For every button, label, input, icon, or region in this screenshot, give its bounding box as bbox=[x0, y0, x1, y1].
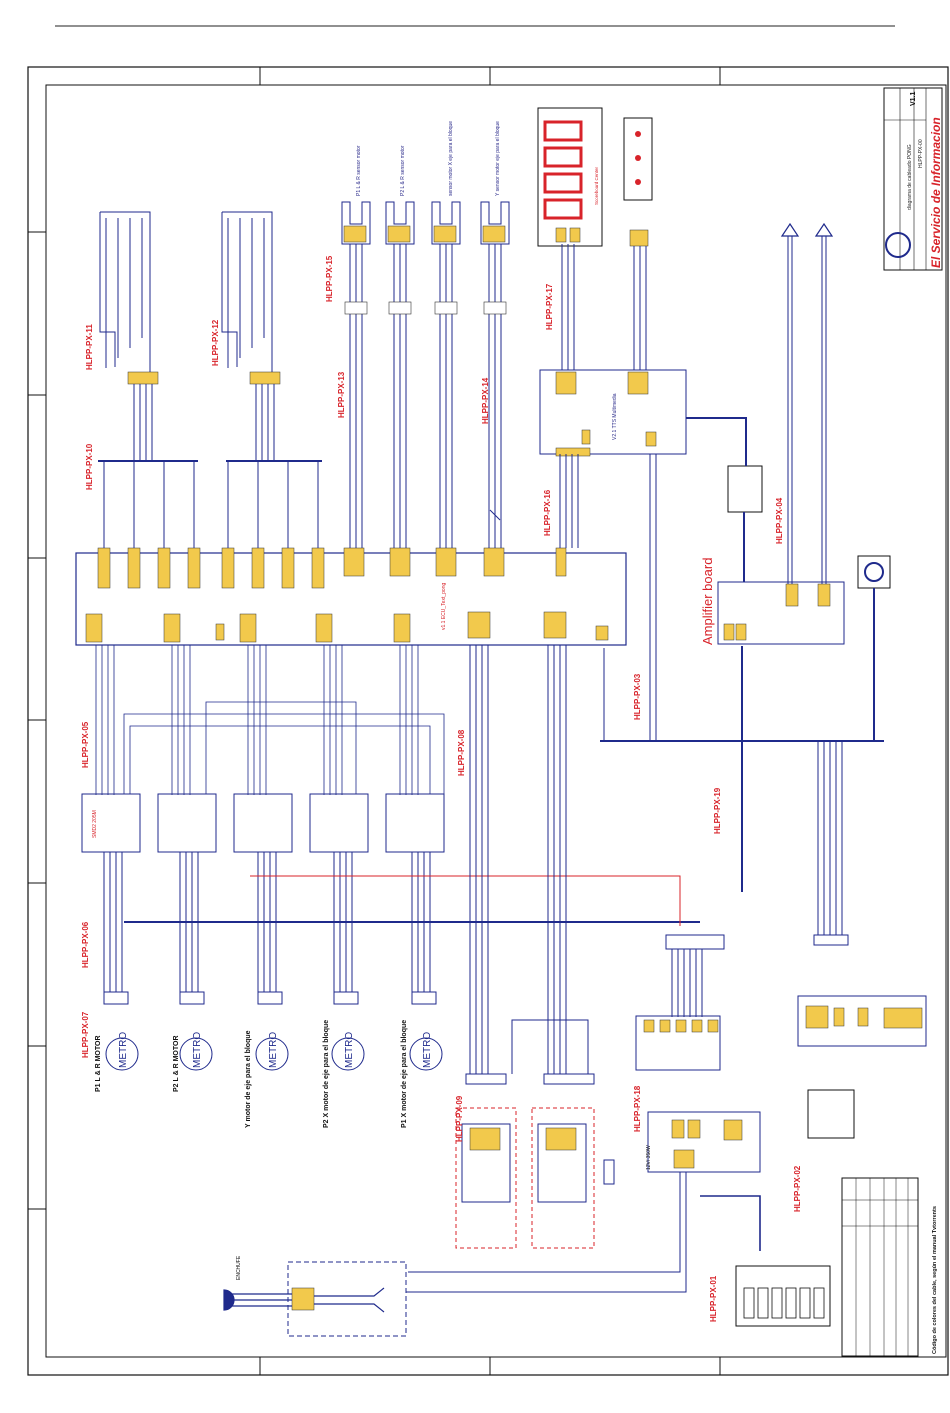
harness-label-11: HLPP-PX-11 bbox=[85, 324, 94, 370]
outer-frame bbox=[27, 66, 949, 1376]
motor-caption-4: P2 X motor de eje para el bloque bbox=[323, 1020, 330, 1128]
harness-label-05: HLPP-PX-05 bbox=[81, 721, 90, 768]
motors-row: METRO METRO METRO METRO METRO P1 L & R M… bbox=[95, 991, 443, 1128]
harness-label-16: HLPP-PX-16 bbox=[543, 489, 552, 536]
harness-label-19: HLPP-PX-19 bbox=[713, 787, 722, 834]
harness-label-07: HLPP-PX-07 bbox=[81, 1011, 90, 1058]
harness-label-08: HLPP-PX-08 bbox=[457, 729, 466, 776]
logo-icon bbox=[885, 232, 911, 258]
harness-label-13: HLPP-PX-13 bbox=[337, 371, 346, 418]
motor-badge-5: METRO bbox=[422, 1032, 433, 1068]
motor-badge-4: METRO bbox=[344, 1032, 355, 1068]
motor-caption-1: P1 L & R MOTOR bbox=[95, 1035, 102, 1092]
svg-text:SMD2 205M: SMD2 205M bbox=[92, 810, 98, 838]
wires-11-12 bbox=[98, 384, 322, 462]
sensor-label-1: P1 L & R sensor motor bbox=[356, 145, 362, 196]
sensor-label-3: sensor motor X eje para el bloque bbox=[448, 121, 454, 196]
harness-label-03: HLPP-PX-03 bbox=[633, 673, 642, 720]
sensor-group: P1 L & R sensor motor P2 L & R sensor mo… bbox=[341, 121, 510, 550]
trunk-bundle bbox=[603, 454, 843, 935]
main-board: v1.1 ECU_Text_pong bbox=[75, 547, 627, 646]
multimedia-label: V2.1 TTS Multimedia bbox=[612, 393, 618, 440]
title-text: diagrama de cableado PONG bbox=[907, 144, 913, 210]
harness-label-09: HLPP-PX-09 bbox=[455, 1095, 464, 1142]
amplifier-label: Amplifier board bbox=[700, 558, 715, 645]
supply-label: 12V/ 350W bbox=[646, 1145, 652, 1170]
wires-08 bbox=[469, 645, 589, 1074]
red-power-line bbox=[250, 875, 681, 926]
harness-label-12: HLPP-PX-12 bbox=[211, 319, 220, 366]
main-board-label: v1.1 ECU_Text_pong bbox=[441, 583, 447, 630]
right-terminal-block bbox=[735, 934, 927, 1327]
title-block: diagrama de cableado PONG HLPP-PX-00 V1.… bbox=[883, 87, 943, 271]
harness-label-06: HLPP-PX-06 bbox=[81, 921, 90, 968]
motor-wires bbox=[103, 852, 431, 992]
code-text: HLPP-PX-00 bbox=[918, 139, 924, 168]
motor-badge-2: METRO bbox=[192, 1032, 203, 1068]
table-caption: Código de colores del cable, según el ma… bbox=[932, 1206, 938, 1354]
coin-boxes bbox=[455, 1073, 615, 1249]
amplifier-board: Amplifier board bbox=[686, 222, 891, 645]
color-code-table: Código de colores del cable, según el ma… bbox=[841, 1177, 938, 1357]
harness-label-17: HLPP-PX-17 bbox=[545, 283, 554, 330]
harness-label-group: HLPP-PX-01 HLPP-PX-02 HLPP-PX-03 HLPP-PX… bbox=[81, 255, 802, 1322]
plug-label: ENCHUFE bbox=[236, 1255, 242, 1280]
power-wires bbox=[406, 949, 761, 1293]
plug-switch-area: ENCHUFE bbox=[223, 1255, 407, 1337]
indicator-strip bbox=[623, 117, 653, 247]
harness-label-10: HLPP-PX-10 bbox=[85, 443, 94, 490]
scoreboard: Scoreboard Center bbox=[537, 107, 603, 247]
wires-board-top bbox=[103, 454, 579, 548]
zone-ticks bbox=[28, 67, 721, 1375]
sensor-label-2: P2 L & R sensor motor bbox=[400, 145, 406, 196]
fuse-board: 12V/ 350W bbox=[635, 934, 761, 1173]
connectors-11-12 bbox=[127, 371, 281, 385]
harness-label-15: HLPP-PX-15 bbox=[325, 255, 334, 302]
wires-17 bbox=[561, 244, 647, 372]
inner-frame bbox=[45, 84, 947, 1358]
relay-loops bbox=[99, 211, 273, 372]
harness-label-04: HLPP-PX-04 bbox=[775, 497, 784, 544]
harness-label-02: HLPP-PX-02 bbox=[793, 1165, 802, 1212]
motor-caption-3: Y motor de eje para el bloque bbox=[245, 1030, 252, 1128]
driver-blocks: SMD2 205M bbox=[81, 645, 445, 853]
scoreboard-label: Scoreboard Center bbox=[594, 166, 599, 205]
harness-label-18: HLPP-PX-18 bbox=[633, 1085, 642, 1132]
fan-icon bbox=[864, 562, 884, 582]
sensor-label-4: Y sensor motor eje para el bloque bbox=[495, 121, 501, 196]
harness-label-14: HLPP-PX-14 bbox=[481, 377, 490, 424]
motor-badge-1: METRO bbox=[118, 1032, 129, 1068]
motor-caption-2: P2 L & R MOTOR bbox=[173, 1035, 180, 1092]
multimedia-board: V2.1 TTS Multimedia bbox=[539, 369, 687, 457]
version-text: V1.1 bbox=[910, 91, 917, 106]
brand-text: El Servicio de Informacion bbox=[929, 117, 943, 268]
harness-label-01: HLPP-PX-01 bbox=[709, 1275, 718, 1322]
motor-badge-3: METRO bbox=[268, 1032, 279, 1068]
motor-caption-5: P1 X motor de eje para el bloque bbox=[401, 1020, 408, 1128]
